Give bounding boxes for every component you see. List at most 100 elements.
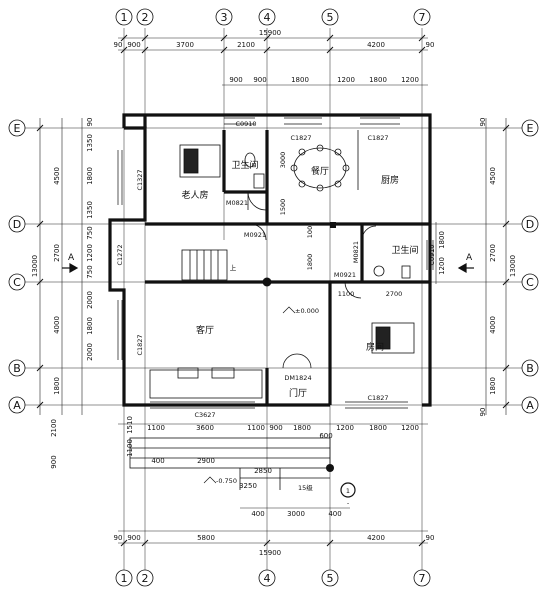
left-extra: 1510: [126, 416, 134, 434]
right-outer: 4500: [489, 167, 497, 185]
label-m0921: M0921: [244, 231, 266, 239]
axis-left-D: D: [13, 218, 21, 231]
bottom-total: 15900: [259, 549, 281, 557]
axis-bubbles-right: [521, 119, 539, 414]
dimension-lines: [39, 37, 507, 544]
top-dim2: 900: [229, 76, 242, 84]
top-dim2: 1800: [291, 76, 309, 84]
walls: [108, 113, 432, 407]
right-inner: 1200: [438, 257, 446, 275]
bottom-3000-dim: 3000: [287, 510, 305, 518]
axis-grid: [20, 28, 528, 570]
left-inner: 750: [86, 226, 94, 239]
index-number: 1: [346, 487, 350, 495]
left-inner: 1350: [86, 134, 94, 152]
level-triangle: [282, 306, 296, 314]
top-dim2: 1200: [401, 76, 419, 84]
top-dimension-text: 15900 90 900 3700 2100 4200 90 900 900 1…: [114, 29, 435, 84]
axis-top-4: 4: [264, 11, 271, 24]
label-c1827-bed: C1827: [367, 394, 388, 402]
left-outer: 4500: [53, 167, 61, 185]
left-inner: 1800: [86, 317, 94, 335]
label-m0821-b: M0821: [352, 241, 360, 263]
left-inner: 750: [86, 265, 94, 278]
axis-bubbles-top: [115, 8, 431, 26]
room-foyer: 门厅: [289, 387, 307, 399]
top-dim2: 1200: [337, 76, 355, 84]
left-total: 13000: [31, 255, 39, 277]
step-count: 15级: [298, 483, 313, 492]
left-inner: 1350: [86, 201, 94, 219]
label-c1827-kitchen: C1827: [367, 134, 388, 142]
room-dining: 餐厅: [311, 165, 329, 177]
section-marks: [62, 262, 474, 498]
bottom-win-dim: 1200: [401, 424, 419, 432]
bottom-3000-dim: 400: [328, 510, 341, 518]
top-dim: 2100: [237, 41, 255, 49]
room-elder-bedroom: 老人房: [181, 189, 208, 201]
section-mark-left: A: [68, 253, 75, 263]
stair-dim: 3250: [239, 482, 257, 490]
dim-2700: 2700: [386, 290, 403, 298]
label-c1327: C1327: [136, 169, 144, 190]
axis-bottom-5: 5: [327, 572, 334, 585]
axis-left-A: A: [13, 399, 21, 412]
dimension-ticks: [36, 34, 510, 547]
room-bath-2: 卫生间: [391, 244, 418, 256]
index-sheet: -: [347, 499, 350, 507]
bottom-win-dim: 600: [319, 432, 332, 440]
room-living: 客厅: [196, 324, 214, 336]
bottom-dimension-text: 15900 90 900 5800 4200 90 400 3000 400 1…: [114, 424, 435, 557]
left-outer: 1800: [53, 377, 61, 395]
left-dimension-text: 13000 4500 2700 4000 1800 1350 1800 1350…: [31, 118, 134, 469]
dim-100: 100: [306, 226, 314, 238]
top-dim: 900: [127, 41, 140, 49]
dim-1500: 1500: [279, 199, 287, 216]
bottom-win-dim: 1800: [293, 424, 311, 432]
left-extra: 2100: [50, 419, 58, 437]
bottom-dim: 90: [114, 534, 123, 542]
axis-top-5: 5: [327, 11, 334, 24]
bottom-win-dim: 1100: [147, 424, 165, 432]
outdoor-level: -0.750: [216, 477, 237, 485]
axis-right-B: B: [526, 362, 534, 375]
label-m0921-b: M0921: [334, 271, 356, 279]
top-dim: 90: [114, 41, 123, 49]
bottom-win-dim: 1800: [369, 424, 387, 432]
axis-top-3: 3: [221, 11, 228, 24]
right-extra: 90: [479, 118, 487, 127]
windows: [117, 117, 434, 409]
bottom-dim: 5800: [197, 534, 215, 542]
stair-dim: 2900: [197, 457, 215, 465]
top-total: 15900: [259, 29, 281, 37]
level-marks: ±0.000 -0.750 15级: [203, 306, 319, 492]
left-inner: 2000: [86, 291, 94, 309]
label-dm1824: DM1824: [284, 374, 311, 382]
stair-dim: 400: [151, 457, 164, 465]
stair-dim: 2850: [254, 467, 272, 475]
doors: [247, 191, 377, 369]
left-outer: 4000: [53, 316, 61, 334]
top-dim: 3700: [176, 41, 194, 49]
top-dim2: 900: [253, 76, 266, 84]
dim-1100: 1100: [338, 290, 355, 298]
bottom-dim: 90: [426, 534, 435, 542]
axis-labels: 1 2 3 4 5 7 1 2 4 5 7 E D C B A E D C B …: [13, 11, 534, 585]
axis-top-1: 1: [121, 11, 128, 24]
porch-steps: [129, 437, 331, 490]
label-c1827-top: C1827: [290, 134, 311, 142]
axis-bubbles-bottom: [115, 569, 431, 587]
dim-3000: 3000: [279, 152, 287, 169]
floor-level: ±0.000: [295, 307, 319, 315]
right-extra: 90: [479, 408, 487, 417]
dim-1800: 1800: [306, 254, 314, 271]
left-outer: 2700: [53, 244, 61, 262]
axis-bottom-2: 2: [142, 572, 149, 585]
left-extra: 1100: [126, 439, 134, 457]
axis-top-2: 2: [142, 11, 149, 24]
room-labels: 老人房 卫生间 餐厅 厨房 卫生间 客厅 房间 门厅: [181, 159, 418, 399]
left-extra: 900: [50, 455, 58, 468]
room-bath-1: 卫生间: [231, 159, 258, 171]
axis-bubbles-left: [8, 119, 26, 414]
axis-bottom-1: 1: [121, 572, 128, 585]
